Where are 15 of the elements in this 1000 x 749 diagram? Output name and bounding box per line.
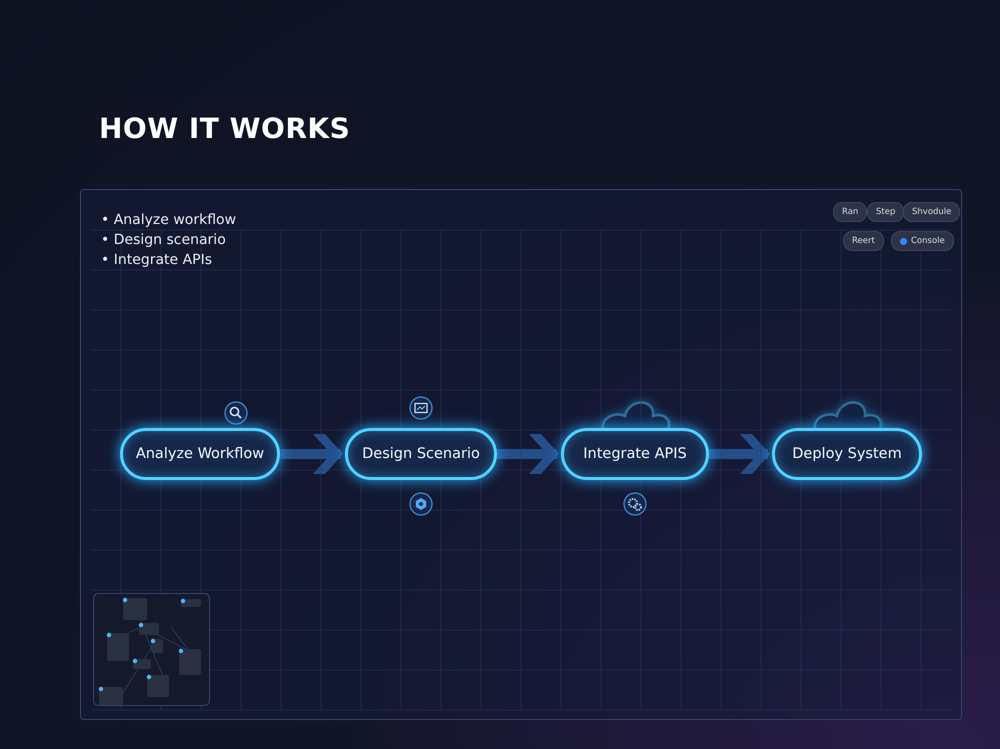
bullet-item: • Integrate APIs: [101, 251, 214, 270]
step-pill: [345, 428, 497, 480]
toolbar-button: Step: [867, 202, 904, 222]
step-label: Deploy System: [792, 446, 902, 462]
toolbar-button: Console: [891, 231, 954, 251]
title: HOW IT WORKS: [99, 112, 350, 145]
toolbar-button: Reert: [843, 231, 884, 251]
step-label: Design Scenario: [362, 446, 480, 462]
step-label: Integrate APIS: [583, 446, 687, 462]
toolbar-button: Ran: [833, 202, 868, 222]
bullet-item: • Analyze workflow: [101, 211, 236, 230]
toolbar-button: Shvodule: [903, 202, 960, 222]
bullet-item: • Design scenario: [101, 231, 227, 250]
step-pill: [120, 428, 280, 480]
step-label: Analyze Workflow: [136, 446, 264, 462]
